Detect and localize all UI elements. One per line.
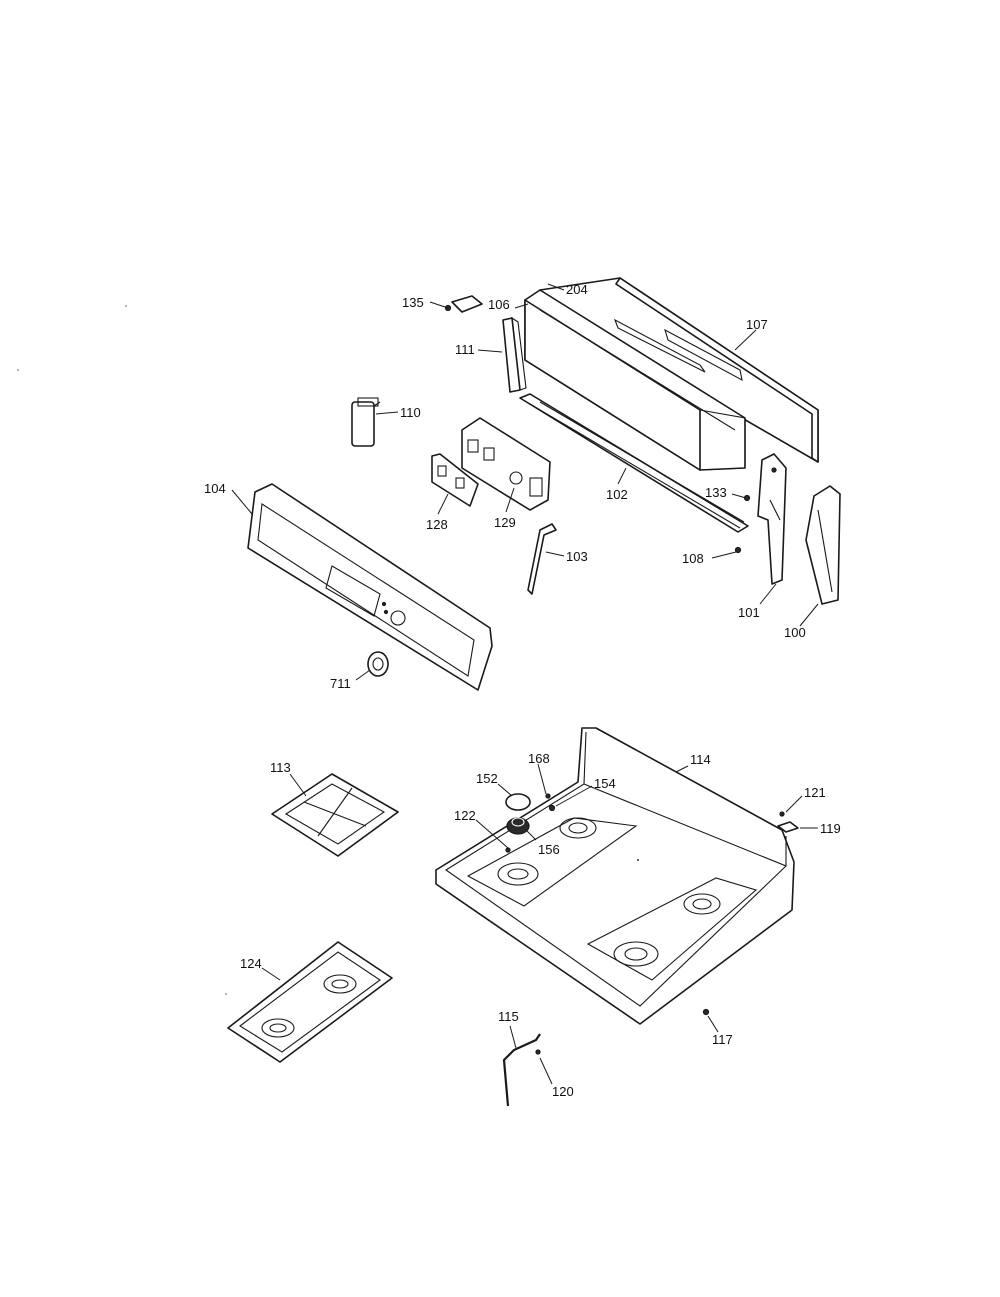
label-117: 117: [712, 1032, 733, 1047]
part-114-cooktop: [435, 727, 795, 1025]
label-124: 124: [240, 956, 262, 971]
label-104: 104: [204, 481, 226, 496]
label-110: 110: [400, 405, 421, 420]
label-108: 108: [682, 551, 704, 566]
label-113: 113: [270, 760, 291, 775]
label-154: 154: [594, 776, 616, 791]
label-168: 168: [528, 751, 550, 766]
part-104-control-panel: [247, 483, 493, 691]
part-128-overlay: [431, 453, 479, 507]
label-119: 119: [820, 821, 841, 836]
label-115: 115: [498, 1009, 519, 1024]
label-114: 114: [690, 752, 711, 767]
part-115-tube: [502, 1033, 541, 1107]
label-101: 101: [738, 605, 760, 620]
part-101-hinge: [757, 453, 787, 585]
part-120-screw: [535, 1049, 541, 1055]
part-111-side-bracket: [502, 316, 527, 393]
label-156: 156: [538, 842, 560, 857]
part-103-rod: [527, 523, 557, 595]
label-100: 100: [784, 625, 806, 640]
label-128: 128: [426, 517, 448, 532]
part-102-channel: [519, 393, 749, 533]
part-168-screw: [545, 793, 551, 799]
part-117-screw: [702, 1008, 710, 1016]
part-100-end-cap: [805, 485, 841, 605]
label-102: 102: [606, 487, 628, 502]
part-110-switch: [351, 397, 381, 447]
scan-specks: [17, 305, 639, 995]
label-122: 122: [454, 808, 476, 823]
part-122-screw: [505, 847, 511, 853]
label-133: 133: [705, 485, 727, 500]
part-129-control-board: [461, 417, 551, 511]
part-711-knob: [367, 651, 389, 677]
label-204: 204: [566, 282, 588, 297]
part-152-burner-cap: [505, 793, 531, 811]
part-156-burner-head: [506, 817, 530, 835]
part-154-electrode: [548, 804, 556, 812]
part-108-screw: [734, 546, 742, 554]
part-labels: 135 106 204 107 111 110 133 102 104 128 …: [204, 282, 841, 1099]
part-119-bracket: [777, 821, 799, 833]
label-711: 711: [330, 676, 351, 691]
part-135-clip: [444, 295, 483, 313]
label-152: 152: [476, 771, 498, 786]
part-121-screw: [779, 811, 785, 817]
label-111: 111: [455, 342, 475, 357]
label-120: 120: [552, 1084, 574, 1099]
leader-lines: [231, 283, 819, 1085]
part-124-burner-pan: [227, 941, 393, 1063]
label-106: 106: [488, 297, 510, 312]
label-135: 135: [402, 295, 424, 310]
label-121: 121: [804, 785, 826, 800]
part-107-rear-cover: [539, 277, 819, 463]
label-129: 129: [494, 515, 516, 530]
part-113-grate: [271, 773, 399, 857]
part-106-backguard: [524, 289, 746, 471]
label-103: 103: [566, 549, 588, 564]
label-107: 107: [746, 317, 768, 332]
